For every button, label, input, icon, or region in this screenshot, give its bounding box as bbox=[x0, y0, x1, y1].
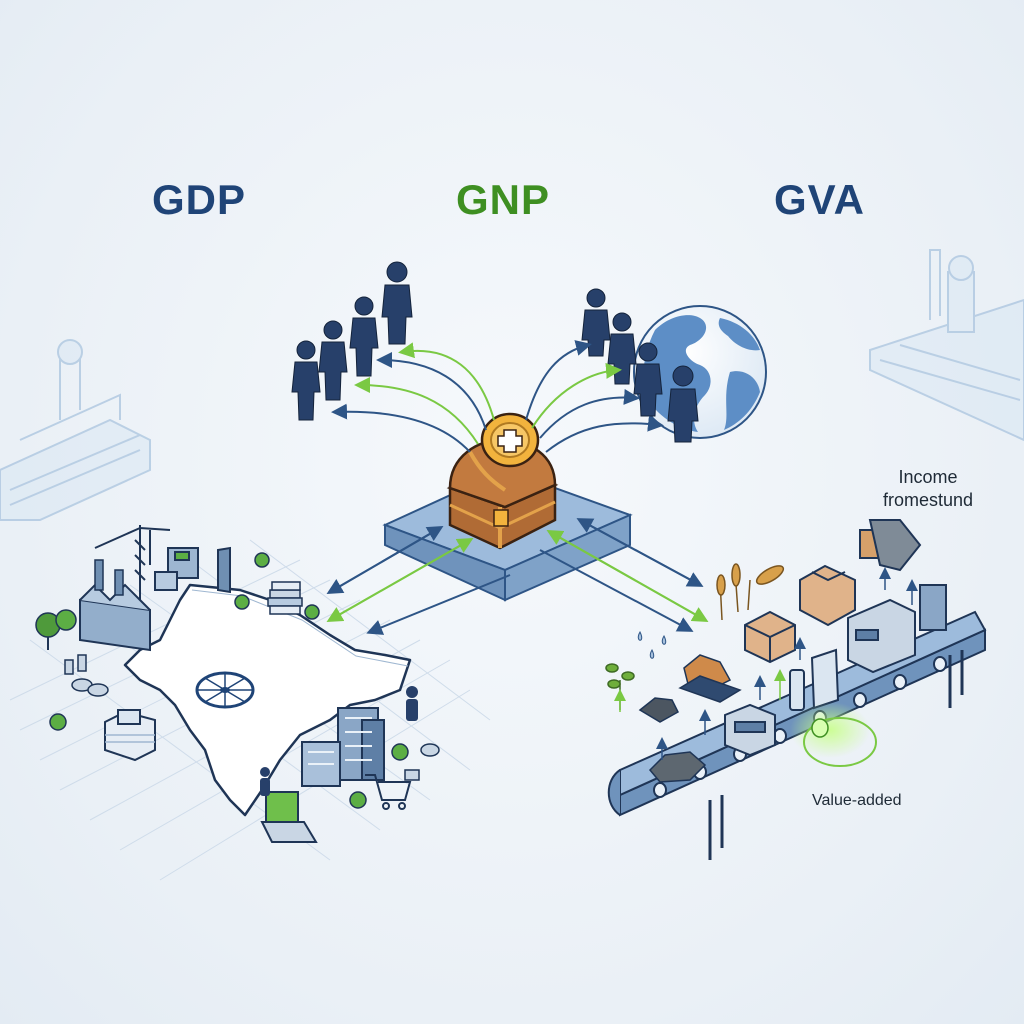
worker-figure-icon bbox=[260, 686, 418, 796]
shopping-cart-icon bbox=[365, 774, 412, 810]
raw-materials-icon bbox=[638, 654, 742, 783]
phone-tablet-icon bbox=[789, 648, 840, 711]
parliament-building-right-icon bbox=[869, 249, 1024, 442]
income-flow-arrows-upper bbox=[331, 340, 664, 453]
coin-icon bbox=[480, 412, 540, 468]
gdp-heading: GDP bbox=[152, 176, 247, 223]
water-drops-icon bbox=[637, 630, 667, 659]
warehouse-icon bbox=[104, 709, 156, 762]
gnp-heading: GNP bbox=[456, 176, 551, 223]
gva-heading: GVA bbox=[774, 176, 865, 223]
income-flow-arrows-lower bbox=[326, 518, 709, 635]
ashoka-chakra-icon bbox=[195, 671, 255, 709]
value-added-caption: Value-added bbox=[812, 792, 902, 809]
packaged-goods-icon bbox=[744, 519, 922, 664]
machinery-icons bbox=[64, 654, 440, 781]
books-stack-icon bbox=[267, 581, 303, 615]
domestic-people-figures-icon bbox=[291, 261, 413, 421]
treasure-chest-icon bbox=[446, 438, 559, 550]
buildings-icon bbox=[154, 546, 385, 787]
factory-icon bbox=[79, 559, 151, 652]
income-caption: Income fromestund bbox=[858, 466, 998, 512]
laptop-icon bbox=[260, 791, 318, 843]
machines-icon bbox=[724, 584, 947, 757]
upward-arrows-icon bbox=[656, 567, 918, 760]
india-map bbox=[123, 583, 412, 817]
parliament-building-left-icon bbox=[0, 339, 151, 521]
value-added-glow-icon bbox=[790, 702, 877, 767]
trees-icon bbox=[35, 552, 409, 809]
wheat-icon bbox=[716, 563, 785, 621]
income-caption-line1: Income bbox=[898, 467, 958, 487]
crane-icon bbox=[94, 525, 171, 600]
income-caption-line2: fromestund bbox=[882, 490, 974, 510]
green-upward-arrows-icon bbox=[614, 669, 786, 712]
